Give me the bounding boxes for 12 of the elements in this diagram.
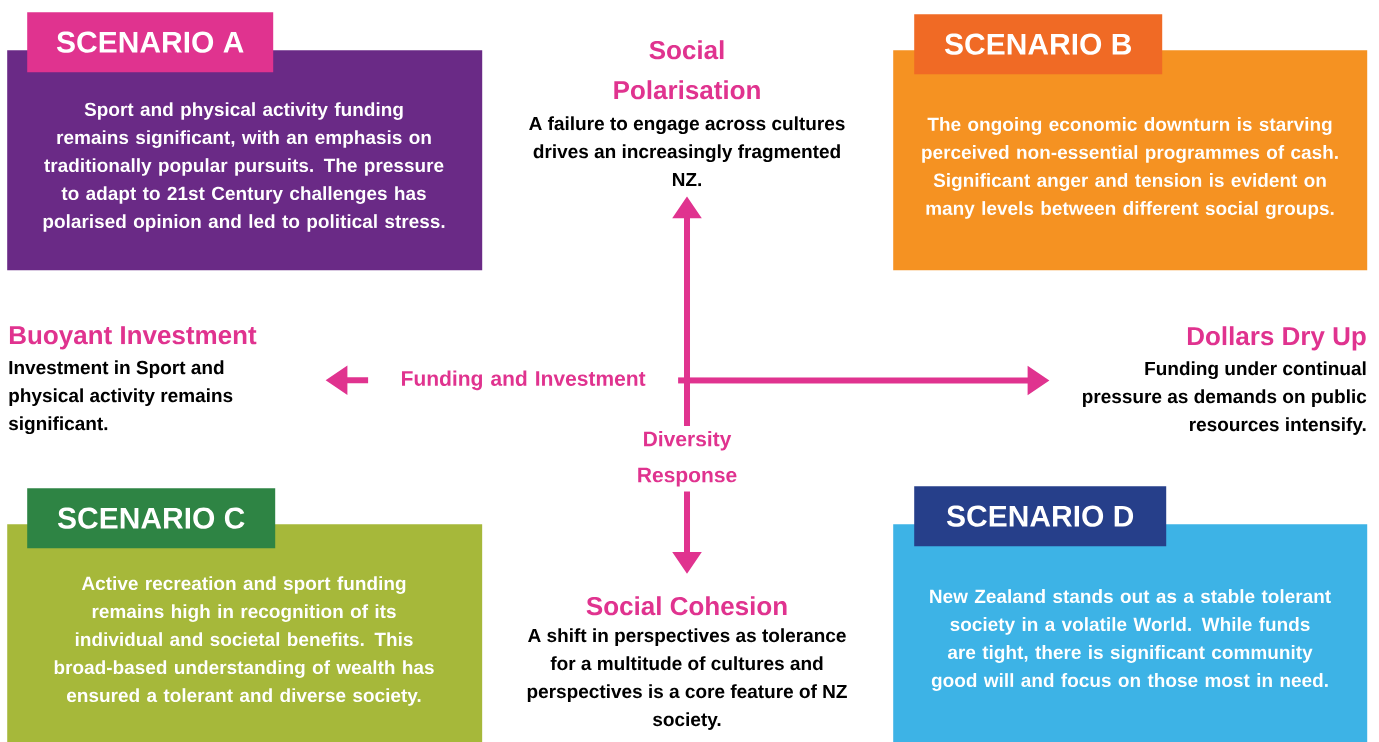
scenario-card: SCENARIO B The ongoing economic downturn is starving perceived non-essential programmes of cash. Significant anger and tension is evident on many levels between different social groups. [893, 14, 1368, 271]
axis-end-text: Dollars Dry Up Funding under continual pressure as demands on public resources intensify. [1083, 326, 1367, 435]
axis-end-text: Buoyant Investment Investment in Sport and physical activity remains significant. [8, 326, 257, 435]
axis-end-text: Social Cohesion A shift in perspectives as tolerance for a multitude of cultures and perspectives is a core feature of NZ society. [527, 596, 847, 730]
scenario-card: SCENARIO A Sport and physical activity funding remains significant, with an emphasis on traditionally popular pursuits. The pressure to adapt to 21st Century challenges has polarised opinion and led to political stress. [7, 12, 483, 271]
axis-end-text: Social Polarisation A failure to engage across cultures drives an increasingly fragmented NZ. [529, 40, 845, 187]
node-label: SCENARIO A [56, 31, 244, 53]
edge-label: Funding and Investment [368, 365, 679, 396]
scenario-card: SCENARIO D New Zealand stands out as a stable tolerant society in a volatile World. While funds are tight, there is significant community good will and focus on those most in need. [893, 486, 1368, 742]
edge-label: Diversity Response [622, 425, 752, 492]
scenario-card: SCENARIO C Active recreation and sport funding remains high in recognition of its individual and societal benefits. This broad-based understanding of wealth has ensured a tolerant and diverse society. [7, 488, 483, 742]
node-label: SCENARIO D [946, 505, 1134, 527]
